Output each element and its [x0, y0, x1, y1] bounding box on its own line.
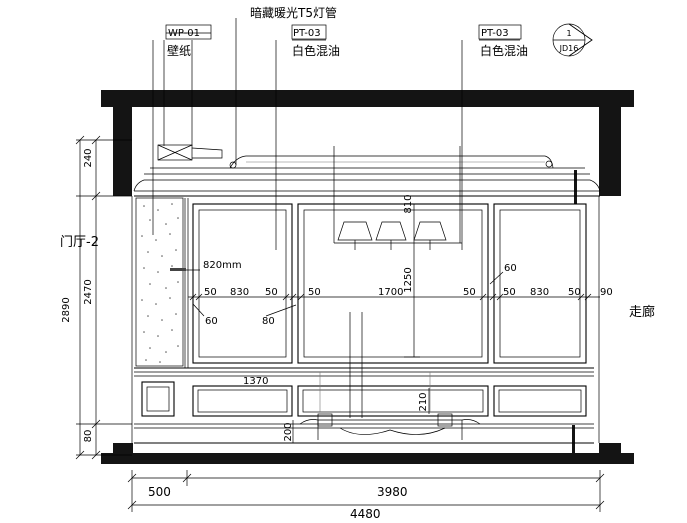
dim-main-part: 3980 [377, 485, 408, 499]
dim-bottom-height: 80 [83, 430, 94, 443]
upper-panel-left [192, 203, 293, 364]
panel-dim-10: 90 [600, 287, 613, 298]
panel-dim-9: 50 [568, 287, 581, 298]
console-table [299, 312, 481, 440]
panel-dim-6: 50 [463, 287, 476, 298]
panel-dim-4: 50 [308, 287, 321, 298]
ceiling-cornice [133, 144, 601, 197]
dim-overall-width: 4480 [350, 507, 381, 521]
hidden-light-label: 暗藏暖光T5灯管 [250, 5, 337, 20]
room-label-left: 门厅-2 [60, 235, 99, 250]
dim-left-part: 500 [148, 485, 171, 499]
chamfer-left: 60 [205, 316, 218, 327]
room-label-right: 走廊 [629, 304, 655, 320]
dim-base-200: 200 [283, 422, 294, 441]
lower-panel-width: 1370 [243, 376, 268, 387]
dim-upper-810: 810 [403, 194, 414, 213]
panel-dim-5: 1700 [378, 287, 403, 298]
dim-center-1250: 1250 [403, 267, 414, 292]
chamfer-right: 60 [504, 263, 517, 274]
panel-dim-7: 50 [503, 287, 516, 298]
left-door-jamb [113, 443, 133, 453]
wp-code: WP-01 [168, 28, 200, 39]
right-door-jamb [599, 443, 621, 453]
section-number: 1 [566, 29, 571, 38]
pt-code-right: PT-03 [481, 28, 509, 39]
bottom-dimension-chain [127, 470, 605, 512]
ceiling-slab [101, 90, 634, 107]
chamfer-mid: 80 [262, 316, 275, 327]
dim-top-height: 240 [83, 148, 94, 167]
right-column [599, 107, 621, 196]
section-sheet: JD16 [559, 44, 579, 53]
left-dimension-chain [75, 135, 132, 460]
right-door-stop-top [574, 170, 577, 204]
callout-leaders [152, 18, 520, 250]
chair-rail [134, 367, 594, 377]
wallpaper-panel [135, 197, 184, 367]
panel-dimension-ticks [189, 293, 592, 301]
left-column [113, 107, 132, 196]
pt-code-left: PT-03 [293, 28, 321, 39]
panel-dim-1: 50 [204, 287, 217, 298]
mirror-width: 820mm [203, 260, 242, 271]
upper-panel-center [297, 203, 489, 364]
wp-name: 壁纸 [167, 43, 191, 58]
panel-dim-3: 50 [265, 287, 278, 298]
right-door-stop-bottom [572, 425, 575, 453]
panel-dim-8: 830 [530, 287, 549, 298]
lower-panels [141, 381, 587, 417]
pt-name-right: 白色混油 [480, 43, 528, 58]
floor-slab [101, 453, 634, 464]
dim-middle-height: 2470 [83, 279, 94, 304]
dim-overall-height: 2890 [61, 297, 72, 322]
upper-panel-right [493, 203, 587, 364]
panel-dim-2: 830 [230, 287, 249, 298]
skirting [134, 423, 594, 444]
section-marker: 1 JD16 [552, 23, 593, 57]
pendant-lamps [333, 146, 462, 250]
pt-name-left: 白色混油 [292, 43, 340, 58]
dim-lower-210: 210 [418, 392, 429, 411]
